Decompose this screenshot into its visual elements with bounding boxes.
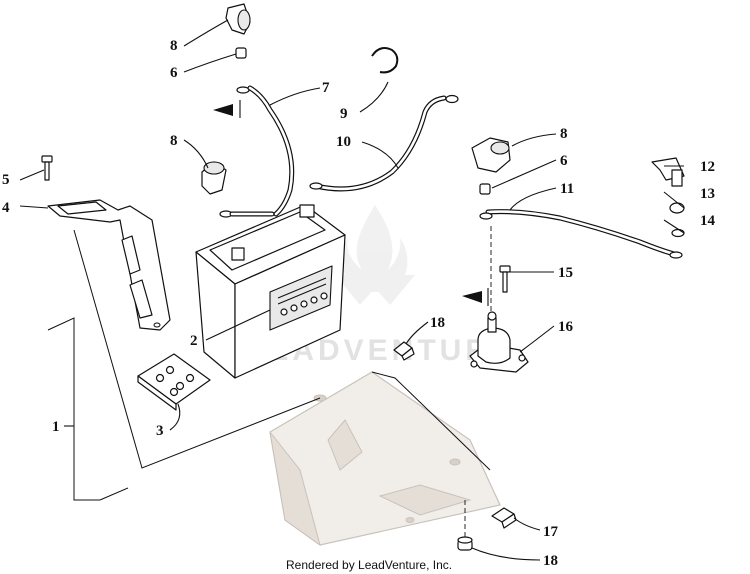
callout-6-right: 6 bbox=[560, 153, 568, 169]
nut-6-right bbox=[479, 183, 491, 195]
callout-14: 14 bbox=[700, 213, 716, 229]
callout-2: 2 bbox=[190, 333, 198, 349]
cable-10 bbox=[309, 94, 459, 192]
callout-4: 4 bbox=[2, 200, 10, 216]
footer-credit: Rendered by LeadVenture, Inc. bbox=[286, 558, 452, 572]
terminal-boot-top bbox=[225, 3, 251, 35]
callout-11: 11 bbox=[560, 181, 574, 197]
screw-15 bbox=[499, 265, 511, 293]
callout-labels: 8 6 7 9 8 10 5 4 2 3 1 8 6 11 12 13 14 1… bbox=[2, 38, 716, 569]
battery bbox=[195, 204, 346, 379]
mounting-bracket bbox=[47, 199, 171, 331]
callout-18-top: 18 bbox=[430, 315, 445, 331]
bolt-5 bbox=[41, 155, 53, 181]
terminal-boot-mid bbox=[201, 161, 227, 195]
cable-11 bbox=[479, 209, 683, 259]
callout-6-top: 6 bbox=[170, 65, 178, 81]
callout-7: 7 bbox=[322, 80, 330, 96]
battery-holddown bbox=[137, 353, 211, 411]
arrow-marker-right bbox=[462, 288, 489, 306]
callout-5: 5 bbox=[2, 172, 10, 188]
washer-14 bbox=[671, 228, 685, 238]
callout-17: 17 bbox=[543, 524, 559, 540]
nut-18-bottom bbox=[457, 536, 473, 551]
callout-12: 12 bbox=[700, 159, 715, 175]
leader-lines bbox=[19, 19, 685, 561]
clip-18-top bbox=[393, 341, 415, 361]
callout-9: 9 bbox=[340, 106, 348, 122]
callout-15: 15 bbox=[558, 265, 573, 281]
callout-10: 10 bbox=[336, 134, 351, 150]
cable-7 bbox=[219, 85, 295, 218]
callout-3: 3 bbox=[156, 423, 164, 439]
callout-8-top: 8 bbox=[170, 38, 178, 54]
solenoid bbox=[469, 311, 529, 373]
watermark-flame-logo bbox=[335, 205, 415, 305]
callout-1: 1 bbox=[52, 419, 60, 435]
terminal-cap-12 bbox=[651, 157, 685, 187]
assembly-bracket-lines bbox=[47, 229, 321, 501]
washer-top bbox=[236, 86, 250, 94]
nut-13 bbox=[669, 202, 685, 214]
callout-8-right: 8 bbox=[560, 126, 568, 142]
battery-label-icons bbox=[277, 277, 328, 316]
clip-17 bbox=[491, 507, 517, 529]
callout-13: 13 bbox=[700, 186, 715, 202]
callout-18-bottom: 18 bbox=[543, 553, 558, 569]
battery-tray bbox=[269, 371, 501, 547]
callout-16: 16 bbox=[558, 319, 574, 335]
arrow-marker-left bbox=[213, 100, 241, 118]
nut-6-top bbox=[235, 47, 247, 59]
terminal-boot-right bbox=[471, 137, 511, 173]
clip-9 bbox=[371, 47, 399, 74]
callout-8-mid: 8 bbox=[170, 133, 178, 149]
